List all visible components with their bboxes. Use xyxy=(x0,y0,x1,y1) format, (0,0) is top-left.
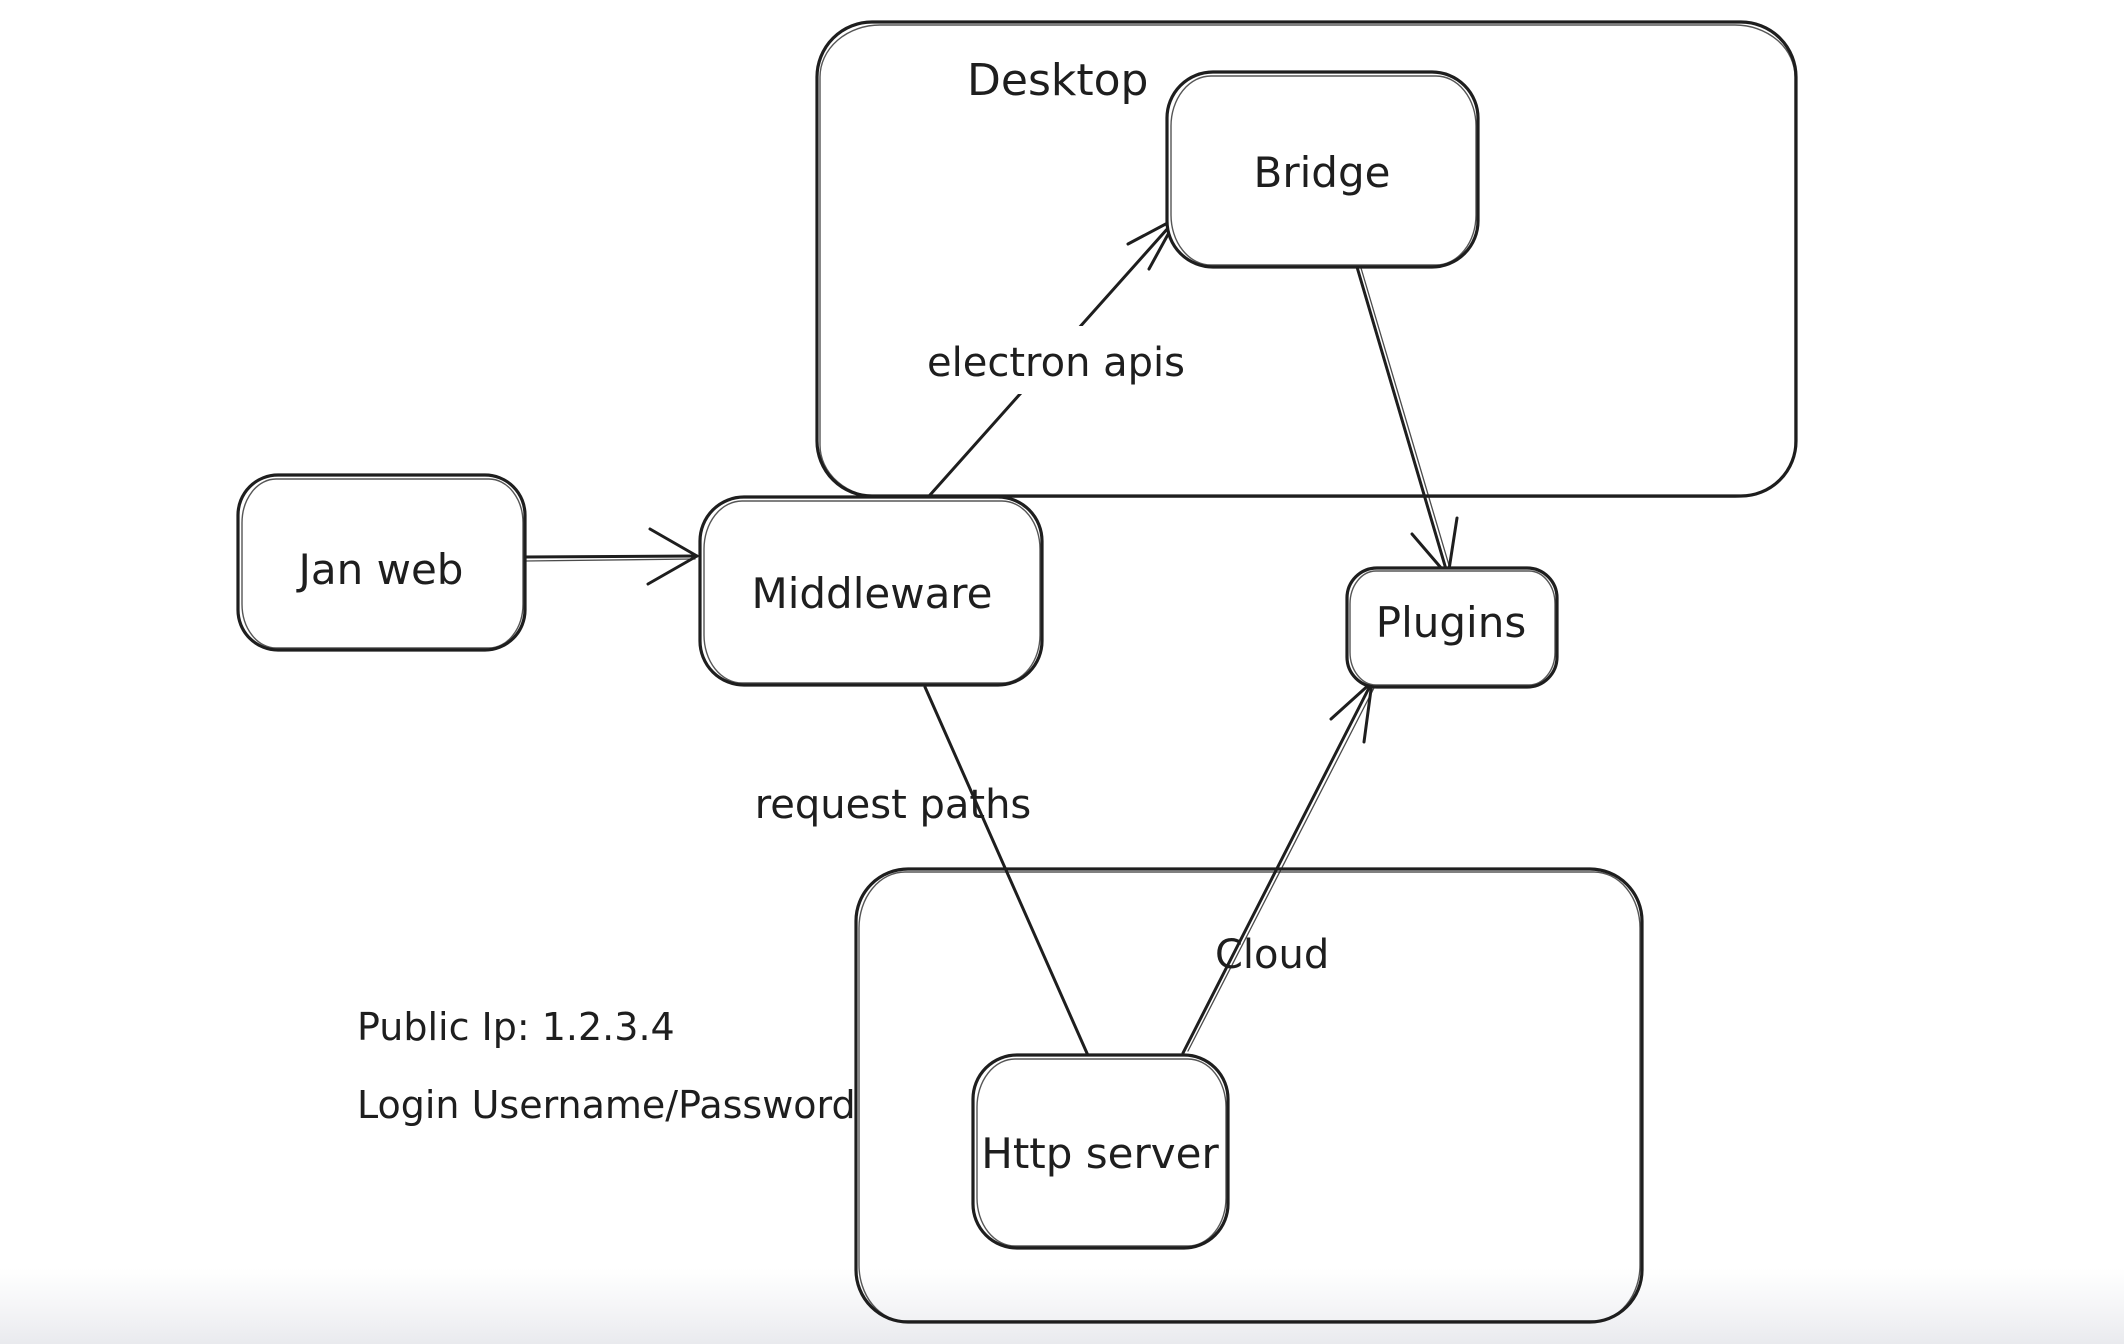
node-plugins-label[interactable]: Plugins xyxy=(1376,598,1526,647)
edge-middleware-to-bridge[interactable]: electron apis xyxy=(915,216,1197,497)
edge-label-electron-apis[interactable]: electron apis xyxy=(927,340,1185,386)
node-middleware[interactable]: Middleware xyxy=(698,495,1044,687)
sketch-echo xyxy=(703,500,1041,684)
node-jan-web[interactable]: Jan web xyxy=(236,473,527,652)
edge-bridge-to-plugins[interactable] xyxy=(1355,265,1459,578)
sketch-echo xyxy=(1349,570,1556,686)
node-bridge-label[interactable]: Bridge xyxy=(1254,148,1391,197)
node-plugins[interactable]: Plugins xyxy=(1345,566,1559,689)
sketch-echo xyxy=(524,558,696,562)
node-bridge[interactable]: Bridge xyxy=(1165,70,1480,269)
sketch-echo xyxy=(858,871,1641,1322)
annotation-login[interactable]: Login Username/Password xyxy=(357,1083,856,1127)
node-http-server[interactable]: Http server xyxy=(971,1053,1230,1250)
sketch-echo xyxy=(819,24,1796,498)
node-http-server-label[interactable]: Http server xyxy=(981,1129,1219,1178)
edge-label-request-paths[interactable]: request paths xyxy=(755,782,1032,828)
annotation-credentials[interactable]: Public Ip: 1.2.3.4 Login Username/Passwo… xyxy=(357,1005,856,1127)
sketch-echo xyxy=(1170,75,1477,266)
edge-jan-web-to-middleware[interactable] xyxy=(521,527,699,586)
arrowhead xyxy=(646,527,699,586)
node-jan-web-label[interactable]: Jan web xyxy=(296,545,464,594)
edge-middleware-to-http-server[interactable] xyxy=(923,685,1092,1062)
sketch-echo xyxy=(976,1058,1227,1247)
sketch-echo xyxy=(1187,685,1376,1052)
page-bottom-fade xyxy=(0,1268,2124,1344)
node-middleware-label[interactable]: Middleware xyxy=(751,569,992,618)
edge-label-background xyxy=(915,326,1197,394)
sketch-echo xyxy=(241,478,524,649)
annotation-public-ip[interactable]: Public Ip: 1.2.3.4 xyxy=(357,1005,675,1049)
container-desktop-label[interactable]: Desktop xyxy=(967,55,1148,106)
container-desktop[interactable]: Desktop xyxy=(815,20,1798,498)
sketch-echo xyxy=(1360,267,1452,573)
